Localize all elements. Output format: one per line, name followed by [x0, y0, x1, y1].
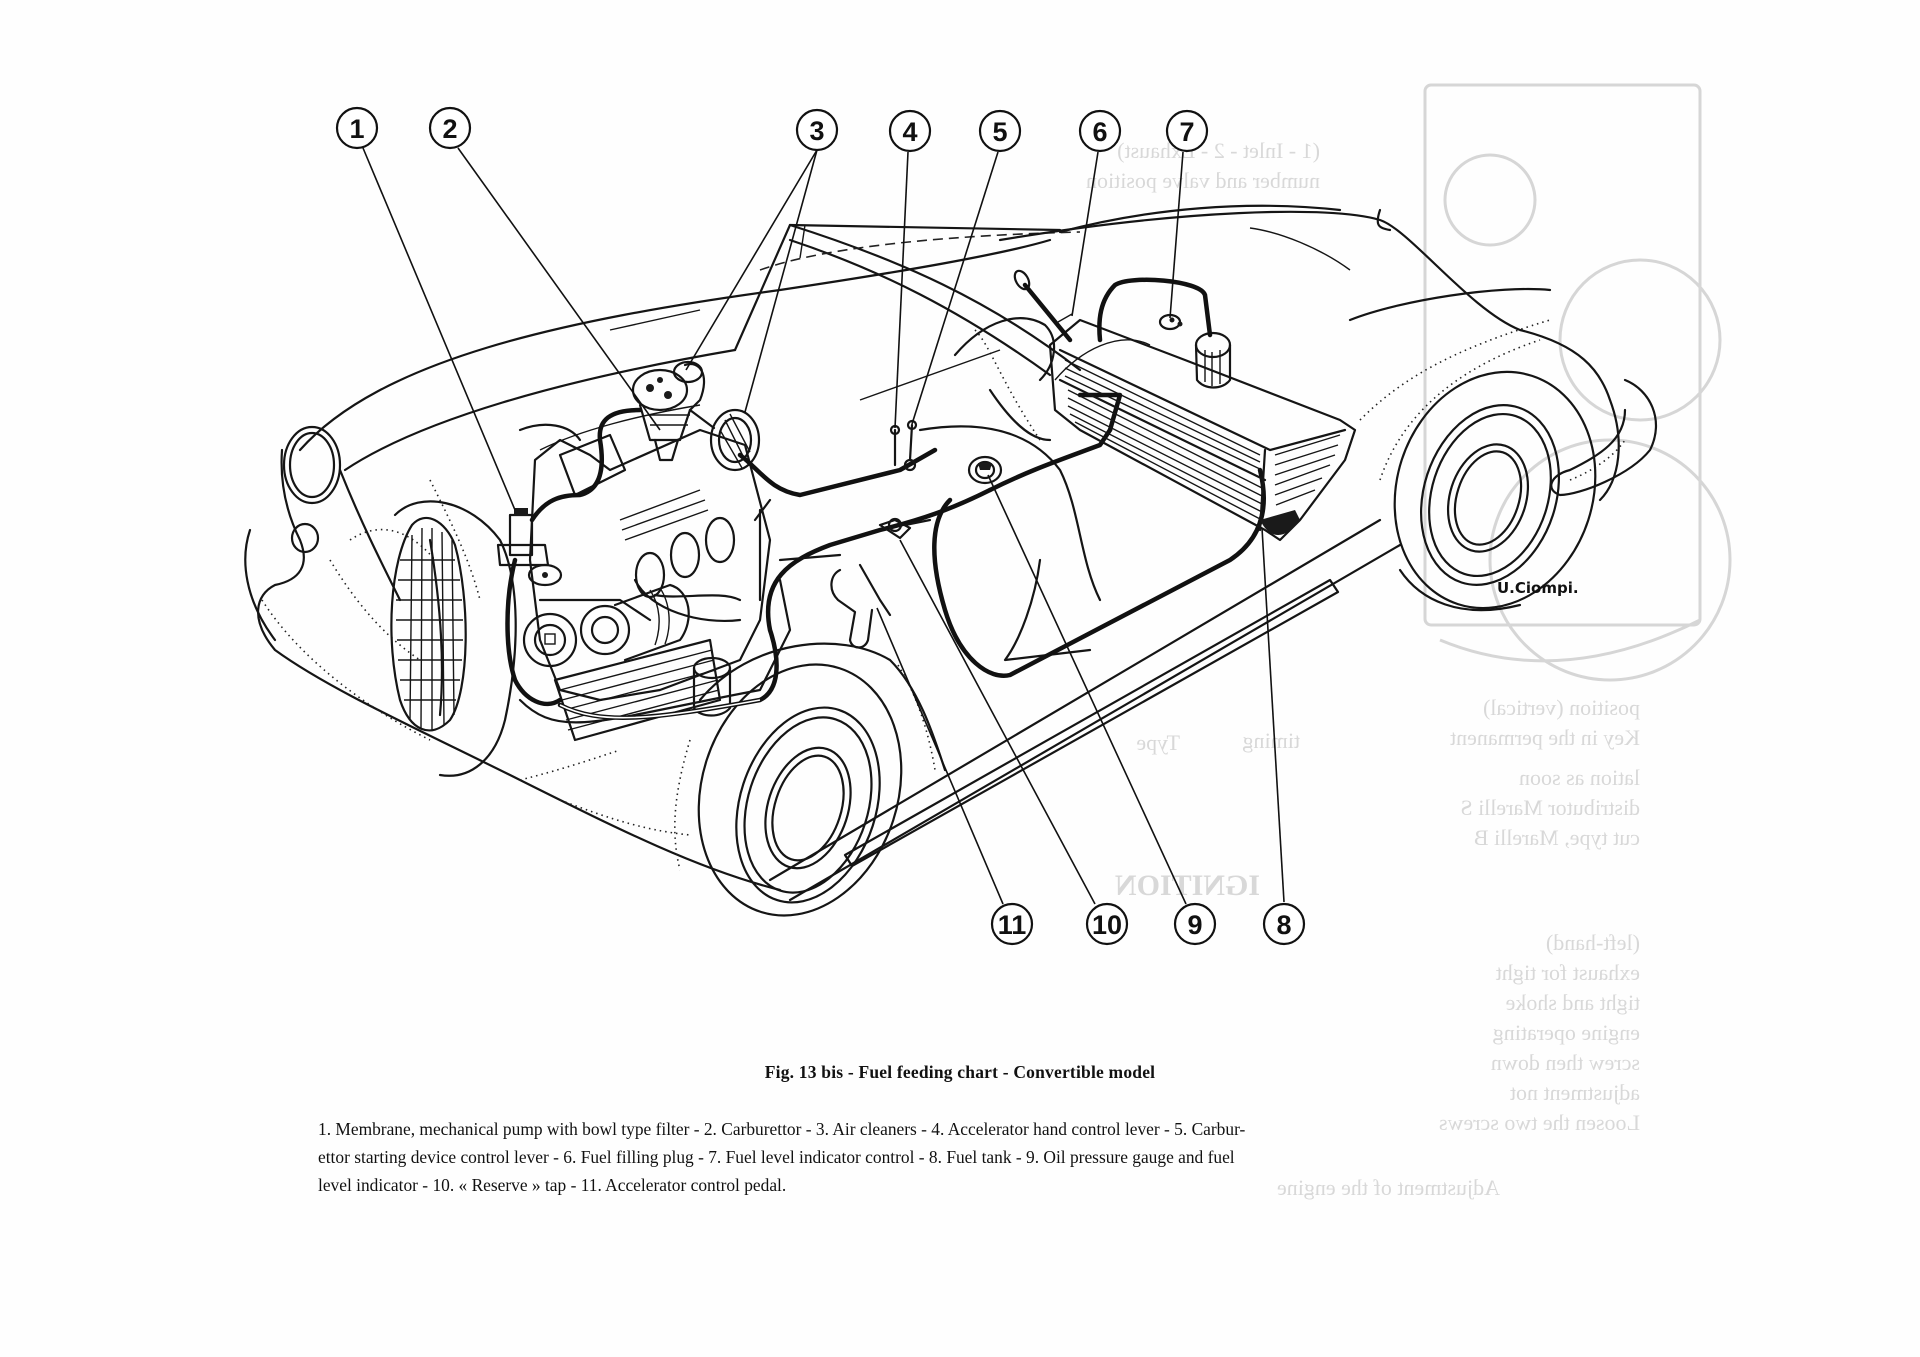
figure-title: Fig. 13 bis - Fuel feeding chart - Conve… [764, 1062, 1156, 1082]
callout-number: 2 [442, 114, 457, 144]
svg-text:exhaust for tight: exhaust for tight [1496, 960, 1640, 985]
svg-text:(left-hand): (left-hand) [1546, 930, 1640, 955]
svg-text:distributor Marelli S: distributor Marelli S [1460, 795, 1640, 820]
callout-8: 8 [1262, 902, 1306, 946]
car-body-outline [244, 204, 1658, 917]
callout-5: 5 [978, 109, 1022, 153]
callout-1: 1 [335, 106, 379, 150]
callout-10: 10 [1085, 902, 1129, 946]
callout-number: 11 [998, 910, 1027, 940]
carburettor-assembly [631, 360, 761, 472]
svg-text:Adjustment of the engine: Adjustment of the engine [1277, 1175, 1500, 1200]
callout-number: 5 [992, 117, 1007, 147]
svg-text:Loosen the two screws: Loosen the two screws [1439, 1110, 1640, 1135]
callout-number: 6 [1092, 117, 1107, 147]
svg-text:IGNITION: IGNITION [1115, 869, 1260, 902]
figure-legend: 1. Membrane, mechanical pump with bowl t… [318, 1115, 1608, 1199]
fuel-pump [496, 508, 563, 587]
legend-line: ettor starting device control lever - 6.… [318, 1147, 1235, 1167]
callout-11: 11 [990, 902, 1034, 946]
callout-number: 8 [1276, 910, 1291, 940]
svg-text:timing: timing [1243, 728, 1300, 753]
legend-line: level indicator - 10. « Reserve » tap - … [318, 1175, 787, 1195]
callout-number: 9 [1187, 910, 1202, 940]
bleed-through-ghost: position (vertical) Key in the permanent… [1086, 83, 1732, 1200]
engine-assembly [518, 428, 792, 742]
callout-6: 6 [1078, 109, 1122, 153]
leader-lines [362, 147, 1285, 905]
callout-9: 9 [1173, 902, 1217, 946]
callout-7: 7 [1165, 109, 1209, 153]
legend-line: 1. Membrane, mechanical pump with bowl t… [318, 1119, 1246, 1139]
callout-3: 3 [795, 108, 839, 152]
callout-number: 3 [809, 116, 824, 146]
svg-text:screw then down: screw then down [1491, 1050, 1640, 1075]
grille-mesh [396, 527, 463, 730]
fuel-tank [1013, 269, 1357, 542]
artist-signature: U.Ciompi. [1497, 579, 1579, 597]
callout-number: 10 [1092, 910, 1122, 940]
callout-2: 2 [428, 106, 472, 150]
reserve-tap [878, 517, 932, 540]
svg-text:cut type, Marelli B: cut type, Marelli B [1474, 825, 1640, 850]
svg-text:adjustment not: adjustment not [1510, 1080, 1640, 1105]
callout-number: 4 [902, 117, 917, 147]
svg-text:Key in the permanent: Key in the permanent [1450, 725, 1640, 750]
svg-text:position (vertical): position (vertical) [1483, 695, 1640, 720]
svg-text:number and valve position: number and valve position [1086, 168, 1320, 193]
svg-text:(1 - Inlet - 2 - Exhaust): (1 - Inlet - 2 - Exhaust) [1117, 138, 1320, 163]
svg-text:Type: Type [1136, 730, 1180, 755]
fuel-lines [505, 392, 1266, 720]
callout-4: 4 [888, 109, 932, 153]
svg-text:engine operating: engine operating [1493, 1020, 1640, 1045]
svg-text:tight and shoke: tight and shoke [1506, 990, 1640, 1015]
callout-number: 1 [349, 114, 364, 144]
svg-text:lation as soon: lation as soon [1519, 765, 1640, 790]
pedal-assembly [778, 553, 892, 649]
callout-number: 7 [1179, 117, 1194, 147]
oil-pressure-gauge [967, 455, 1003, 485]
